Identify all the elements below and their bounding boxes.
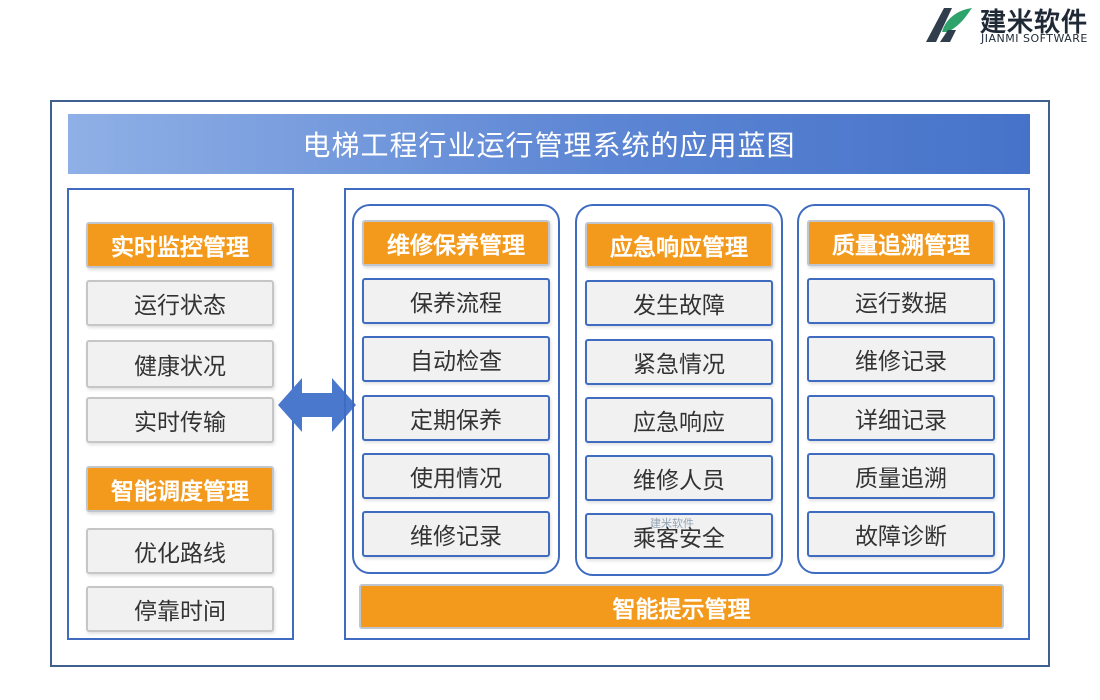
item-quality-trace: 质量追溯 (807, 453, 995, 499)
item-health-status: 健康状况 (86, 340, 274, 388)
right-panel (344, 188, 1030, 640)
logo-text-en: JIANMI SOFTWARE (981, 32, 1088, 45)
item-maintenance-process: 保养流程 (362, 278, 550, 324)
diagram-title: 电梯工程行业运行管理系统的应用蓝图 (68, 114, 1030, 174)
header-maintenance: 维修保养管理 (362, 220, 550, 266)
header-emergency: 应急响应管理 (585, 222, 773, 268)
header-realtime-monitoring: 实时监控管理 (86, 222, 274, 268)
item-periodic-maintenance: 定期保养 (362, 395, 550, 441)
column-emergency (575, 204, 783, 576)
column-maintenance (352, 204, 560, 574)
logo-text-cn: 建米软件 (980, 8, 1089, 38)
jianmi-logo-icon (926, 8, 972, 42)
item-emergency-situation: 紧急情况 (585, 339, 773, 385)
double-arrow-icon (278, 378, 356, 432)
item-repair-records: 维修记录 (362, 511, 550, 557)
item-auto-check: 自动检查 (362, 336, 550, 382)
header-quality-trace: 质量追溯管理 (807, 220, 995, 266)
item-fault-diagnosis: 故障诊断 (807, 511, 995, 557)
item-repair-records-2: 维修记录 (807, 336, 995, 382)
item-repair-staff: 维修人员 (585, 455, 773, 501)
watermark: 建米软件 (650, 517, 694, 530)
item-operating-status: 运行状态 (86, 280, 274, 326)
diagram-frame (50, 100, 1050, 667)
footer-smart-alert: 智能提示管理 (359, 584, 1004, 629)
item-usage: 使用情况 (362, 453, 550, 499)
item-fault-occurred: 发生故障 (585, 280, 773, 326)
item-stop-time: 停靠时间 (86, 586, 274, 632)
item-realtime-transmission: 实时传输 (86, 397, 274, 443)
item-operation-data: 运行数据 (807, 278, 995, 324)
column-quality (797, 204, 1005, 574)
header-smart-dispatch: 智能调度管理 (86, 466, 274, 512)
item-emergency-response: 应急响应 (585, 397, 773, 443)
item-detailed-records: 详细记录 (807, 395, 995, 441)
item-optimize-route: 优化路线 (86, 528, 274, 574)
item-passenger-safety: 乘客安全 (585, 513, 773, 559)
